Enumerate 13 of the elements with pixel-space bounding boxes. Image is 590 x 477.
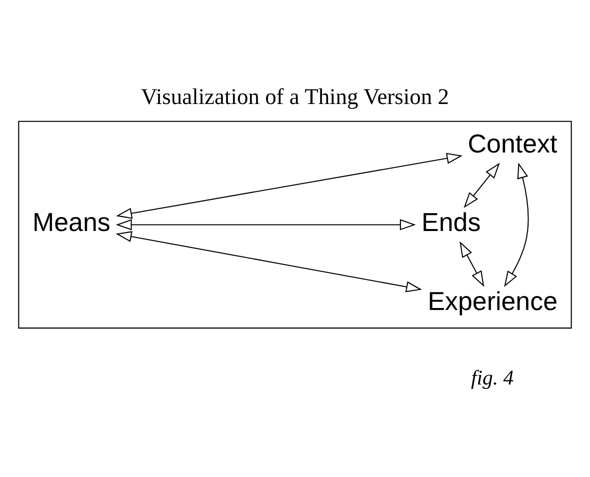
arrow bbox=[116, 152, 463, 218]
caption: fig. 4 bbox=[471, 366, 514, 389]
diagram-title: Visualization of a Thing Version 2 bbox=[141, 83, 449, 108]
arrow bbox=[116, 218, 416, 230]
arrow bbox=[116, 230, 422, 292]
cluster bbox=[18, 120, 572, 328]
node-text: Experience bbox=[428, 287, 558, 316]
arrow bbox=[460, 240, 484, 286]
node-text: Ends bbox=[422, 208, 481, 237]
arrow bbox=[464, 162, 500, 208]
node-text: Means bbox=[32, 208, 110, 237]
node-text: Context bbox=[468, 130, 558, 158]
arrow bbox=[504, 162, 529, 286]
